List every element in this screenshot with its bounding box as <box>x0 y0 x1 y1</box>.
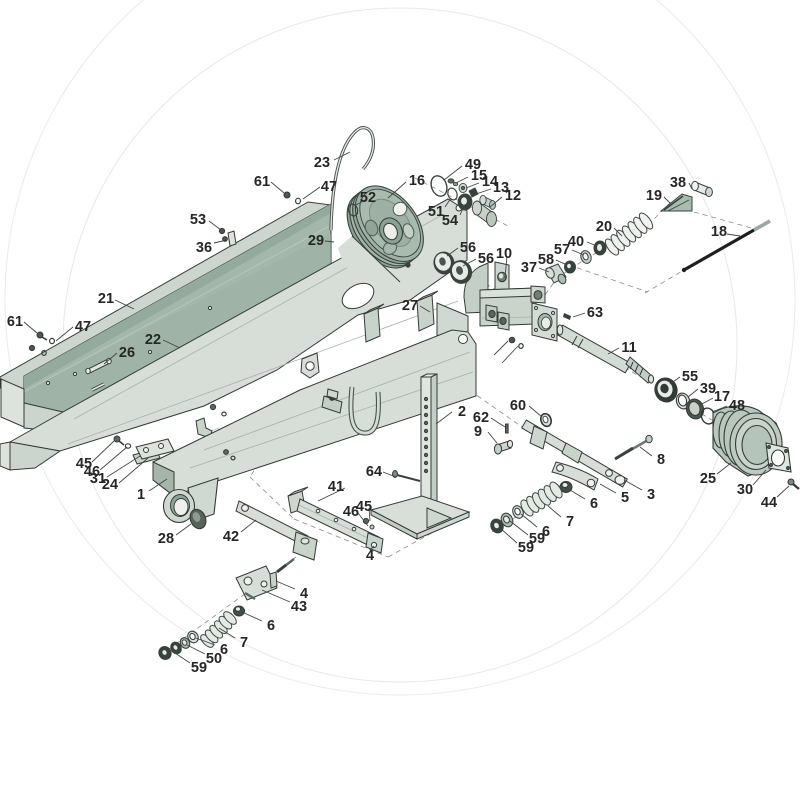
svg-text:28: 28 <box>158 531 174 547</box>
svg-text:50: 50 <box>206 651 222 667</box>
svg-text:52: 52 <box>360 190 376 206</box>
svg-text:17: 17 <box>714 389 730 405</box>
svg-text:63: 63 <box>587 305 603 321</box>
svg-text:7: 7 <box>240 635 248 651</box>
svg-text:54: 54 <box>442 213 458 229</box>
svg-text:45: 45 <box>356 499 372 515</box>
svg-text:12: 12 <box>505 188 521 204</box>
svg-text:2: 2 <box>458 404 466 420</box>
svg-text:21: 21 <box>98 291 114 307</box>
svg-text:16: 16 <box>409 173 425 189</box>
svg-text:45: 45 <box>76 456 92 472</box>
svg-text:59: 59 <box>518 540 534 556</box>
svg-text:62: 62 <box>473 410 489 426</box>
svg-text:36: 36 <box>196 240 212 256</box>
svg-text:47: 47 <box>321 179 337 195</box>
svg-text:41: 41 <box>328 479 344 495</box>
svg-text:37: 37 <box>521 260 537 276</box>
svg-text:55: 55 <box>682 369 698 385</box>
svg-text:59: 59 <box>529 531 545 547</box>
svg-text:43: 43 <box>291 599 307 615</box>
svg-text:20: 20 <box>596 219 612 235</box>
svg-text:60: 60 <box>510 398 526 414</box>
svg-text:7: 7 <box>566 514 574 530</box>
svg-text:44: 44 <box>761 495 777 511</box>
svg-text:53: 53 <box>190 212 206 228</box>
svg-text:26: 26 <box>119 345 135 361</box>
svg-text:49: 49 <box>465 157 481 173</box>
svg-text:47: 47 <box>75 319 91 335</box>
svg-text:6: 6 <box>220 642 228 658</box>
svg-text:10: 10 <box>496 246 512 262</box>
svg-text:13: 13 <box>493 180 509 196</box>
svg-text:24: 24 <box>102 477 118 493</box>
svg-text:19: 19 <box>646 188 662 204</box>
svg-text:29: 29 <box>308 233 324 249</box>
svg-text:4: 4 <box>366 548 374 564</box>
svg-text:61: 61 <box>254 174 270 190</box>
svg-text:30: 30 <box>737 482 753 498</box>
svg-text:31: 31 <box>90 471 106 487</box>
svg-text:6: 6 <box>267 618 275 634</box>
svg-text:18: 18 <box>711 224 727 240</box>
svg-text:22: 22 <box>145 332 161 348</box>
svg-text:1: 1 <box>137 487 145 503</box>
svg-text:27: 27 <box>402 298 418 314</box>
svg-text:4: 4 <box>300 586 308 602</box>
svg-text:48: 48 <box>729 398 745 414</box>
svg-text:61: 61 <box>7 314 23 330</box>
svg-text:39: 39 <box>700 381 716 397</box>
svg-text:11: 11 <box>621 340 636 356</box>
svg-text:14: 14 <box>482 174 498 190</box>
svg-text:57: 57 <box>554 242 570 258</box>
svg-text:23: 23 <box>314 155 330 171</box>
svg-text:64: 64 <box>366 464 382 480</box>
svg-text:5: 5 <box>621 490 629 506</box>
svg-text:3: 3 <box>647 487 655 503</box>
svg-text:6: 6 <box>590 496 598 512</box>
svg-text:46: 46 <box>343 504 359 520</box>
svg-text:38: 38 <box>670 175 686 191</box>
svg-text:40: 40 <box>568 234 584 250</box>
svg-text:42: 42 <box>223 529 239 545</box>
svg-text:56: 56 <box>460 240 476 256</box>
svg-text:25: 25 <box>700 471 716 487</box>
svg-text:56: 56 <box>478 251 494 267</box>
svg-text:15: 15 <box>471 168 487 184</box>
svg-text:58: 58 <box>538 252 554 268</box>
svg-text:8: 8 <box>657 452 665 468</box>
svg-text:51: 51 <box>428 204 444 220</box>
svg-text:59: 59 <box>191 660 207 676</box>
svg-text:46: 46 <box>84 464 100 480</box>
svg-text:6: 6 <box>542 524 550 540</box>
svg-text:9: 9 <box>474 424 482 440</box>
